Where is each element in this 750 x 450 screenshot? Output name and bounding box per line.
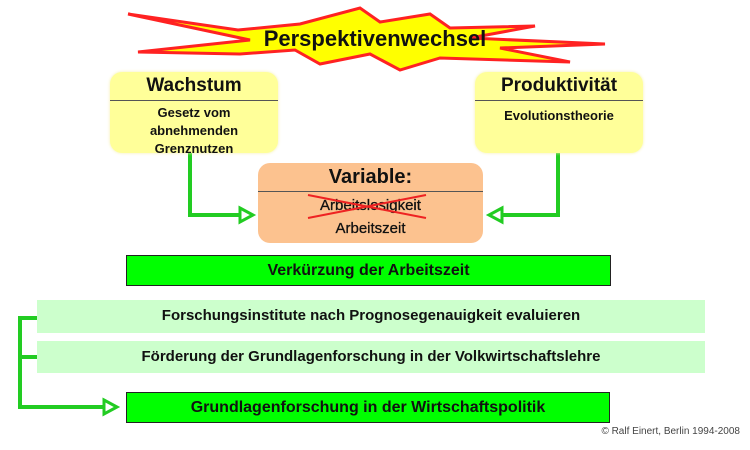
wachstum-line: Grenznutzen — [154, 141, 234, 156]
wachstum-line: abnehmenden — [149, 123, 239, 138]
measure-item: Förderung der Grundlagenforschung in der… — [37, 341, 705, 373]
explosion-star-shape — [127, 6, 606, 72]
arrowhead-icon — [238, 205, 257, 225]
arrow-produktivitaet-to-variable — [500, 153, 560, 217]
result-grundlagenforschung: Grundlagenforschung in der Wirtschaftspo… — [126, 392, 610, 423]
wachstum-line: Gesetz vom — [157, 105, 231, 120]
arrowhead-icon — [485, 205, 504, 225]
variable-box: Variable: Arbeitslosigkeit Arbeitszeit — [258, 163, 483, 243]
wachstum-heading: Wachstum — [110, 72, 278, 101]
bracket-measures — [18, 316, 106, 409]
copyright: © Ralf Einert, Berlin 1994-2008 — [601, 426, 740, 437]
produktivitaet-line: Evolutionstheorie — [504, 108, 614, 123]
cross-out-icon — [307, 194, 427, 219]
wachstum-box: Wachstum Gesetz vom abnehmenden Grenznut… — [110, 72, 278, 156]
arrowhead-icon — [102, 397, 121, 417]
measure-item: Forschungsinstitute nach Prognosegenauig… — [37, 300, 705, 333]
arrow-wachstum-to-variable — [188, 153, 242, 217]
variable-value: Arbeitszeit — [335, 220, 406, 237]
produktivitaet-box: Produktivität Evolutionstheorie — [475, 72, 643, 153]
title: Perspektivenwechsel — [263, 26, 487, 51]
result-arbeitszeit: Verkürzung der Arbeitszeit — [126, 255, 611, 286]
variable-heading: Variable: — [258, 163, 483, 192]
produktivitaet-heading: Produktivität — [475, 72, 643, 101]
